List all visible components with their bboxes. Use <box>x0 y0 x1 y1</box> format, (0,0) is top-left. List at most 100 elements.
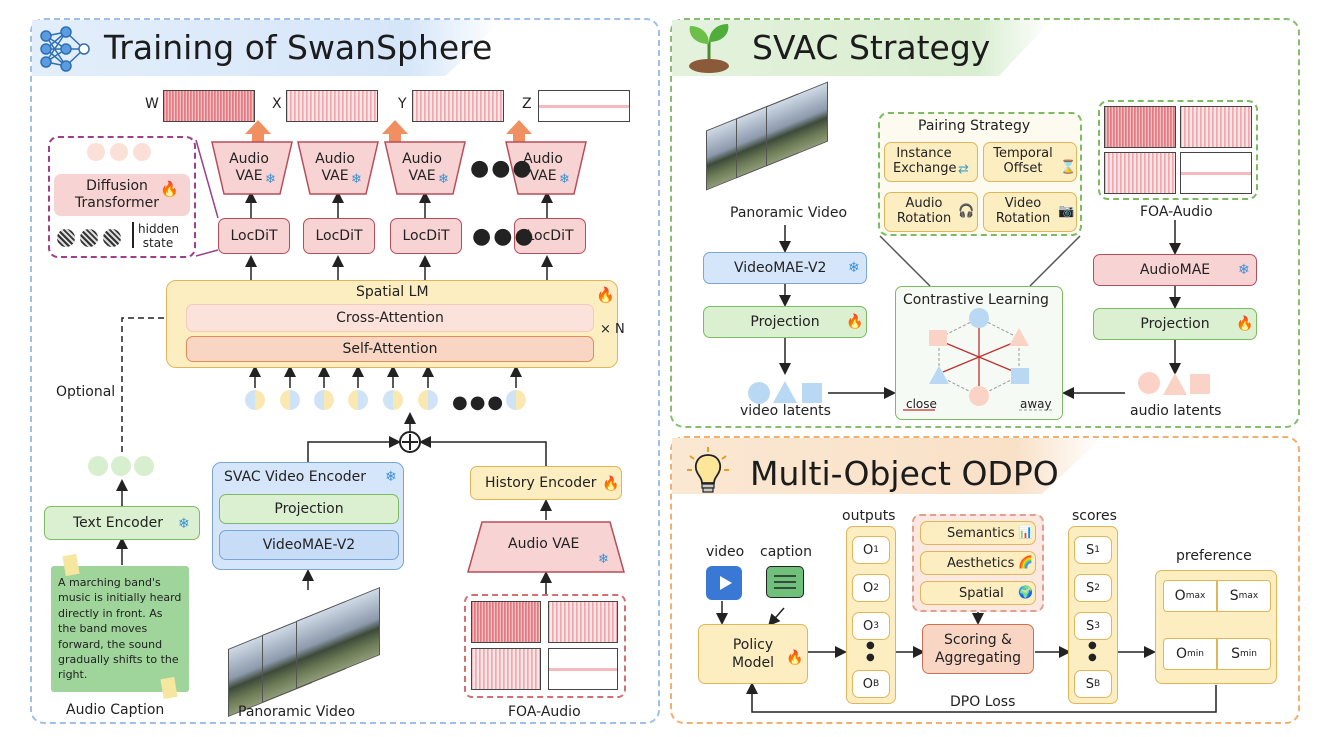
self-attention-box: Self-Attention <box>186 336 594 362</box>
svac-projection-left: Projection <box>703 306 867 338</box>
caption-input-label: caption <box>760 544 812 560</box>
svac-banner <box>672 20 1052 76</box>
audio-rotation: Audio Rotation <box>884 192 978 232</box>
channel-y-label: Y <box>398 96 407 112</box>
video-rotation: Video Rotation <box>983 192 1077 232</box>
waveform <box>548 648 618 690</box>
video-rotation-label: Video Rotation <box>995 196 1051 226</box>
spatial-label: Spatial <box>959 585 1004 601</box>
away-label: away <box>1020 397 1052 411</box>
history-encoder-box: History Encoder <box>470 466 622 500</box>
panoramic-video-label: Panoramic Video <box>238 704 356 720</box>
policy-model-label: Policy Model <box>731 636 775 671</box>
text-encoder-box: Text Encoder <box>44 506 200 540</box>
instance-exchange: Instance Exchange <box>884 142 978 182</box>
ellipsis: ●●● <box>470 156 534 181</box>
audio-latent-triangle <box>1163 373 1187 395</box>
channel-w-label: W <box>145 96 159 112</box>
camera-icon: 📷 <box>1058 204 1075 219</box>
ellipsis: ●● <box>866 640 875 663</box>
spatial-criterion: Spatial <box>920 581 1036 605</box>
vae-outlines <box>211 141 587 195</box>
hidden-state-arrow <box>132 222 134 248</box>
snowflake-icon: ❄ <box>178 516 190 532</box>
scoring-aggregating-box: Scoring & Aggregating <box>922 624 1034 674</box>
snowflake-icon: ❄ <box>385 469 397 485</box>
locdit-3: LocDiT <box>390 218 462 254</box>
training-title: Training of SwanSphere <box>104 28 493 67</box>
instance-exchange-label: Instance Exchange <box>893 146 957 176</box>
ellipsis: ●●● <box>472 224 536 249</box>
neural-network-icon <box>40 26 90 72</box>
exchange-icon: ⇄ <box>958 162 969 177</box>
scores-label: scores <box>1072 508 1117 524</box>
waveform <box>471 648 541 690</box>
text-token <box>134 456 154 476</box>
audio-latent-square <box>1190 374 1210 394</box>
snowflake-icon: ❄ <box>559 172 570 187</box>
waveform-y <box>412 90 504 122</box>
audio-vae-1 <box>212 142 292 194</box>
fire-icon: 🔥 <box>160 180 179 198</box>
channel-z-label: Z <box>522 96 532 112</box>
snowflake-icon: ❄ <box>1238 262 1250 278</box>
close-label: close <box>906 397 937 411</box>
lightbulb-icon <box>687 447 729 493</box>
ellipsis: ●●● <box>452 392 506 413</box>
training-banner <box>32 20 502 76</box>
svac-videomae-box: VideoMAE-V2 <box>703 252 867 284</box>
latent-circle <box>110 143 128 161</box>
waveform-z <box>538 90 630 122</box>
audio-vae-label-2: Audio VAE <box>315 151 355 184</box>
aesthetics-criterion: Aesthetics <box>920 551 1036 575</box>
encoder-projection-box: Projection <box>219 494 399 524</box>
spatial-lm-label: Spatial LM <box>356 284 429 300</box>
noise-circle <box>103 229 121 247</box>
odpo-panel <box>670 436 1300 724</box>
waveform <box>548 601 618 643</box>
channel-x-label: X <box>272 96 282 112</box>
locdit-4: LocDiT <box>514 218 586 254</box>
latent-circle <box>133 143 151 161</box>
caption-text: A marching band's music is initially hea… <box>58 576 182 682</box>
caption-note <box>51 566 189 692</box>
snowflake-icon: ❄ <box>438 172 449 187</box>
fire-icon: 🔥 <box>786 650 804 666</box>
audio-vae-label-4: Audio VAE <box>523 151 563 184</box>
foa-audio-label: FOA-Audio <box>508 704 581 720</box>
dpo-loss-label: DPO Loss <box>946 694 1020 710</box>
waveform <box>1180 152 1252 194</box>
token <box>245 390 265 410</box>
fire-icon: 🔥 <box>602 476 620 492</box>
fire-icon: 🔥 <box>1236 316 1254 332</box>
preference-label: preference <box>1176 548 1252 564</box>
scoring-aggregating-label: Scoring & Aggregating <box>934 631 1022 666</box>
noise-circle <box>57 229 75 247</box>
hidden-state-label: hidden state <box>138 222 180 251</box>
diffusion-detail-box <box>48 136 196 258</box>
outputs-label: outputs <box>842 508 896 524</box>
svac-panoramic-label: Panoramic Video <box>730 205 848 221</box>
token <box>418 390 438 410</box>
audio-rotation-label: Audio Rotation <box>896 196 952 226</box>
semantics-icon: 📊 <box>1018 525 1033 539</box>
fire-icon: 🔥 <box>846 314 864 330</box>
locdit-1: LocDiT <box>218 218 290 254</box>
audio-vae-4 <box>506 142 586 194</box>
svac-foa-box <box>1098 100 1258 200</box>
svac-panel <box>670 18 1300 428</box>
audio-caption-label: Audio Caption <box>66 702 165 718</box>
audio-latents-label: audio latents <box>1130 403 1222 419</box>
snowflake-icon: ❄ <box>265 172 276 187</box>
temporal-offset-label: Temporal Offset <box>993 146 1053 176</box>
audio-vae-label-3: Audio VAE <box>402 151 442 184</box>
encoder-videomae-box: VideoMAE-V2 <box>219 530 399 560</box>
token <box>280 390 300 410</box>
text-token <box>88 456 108 476</box>
